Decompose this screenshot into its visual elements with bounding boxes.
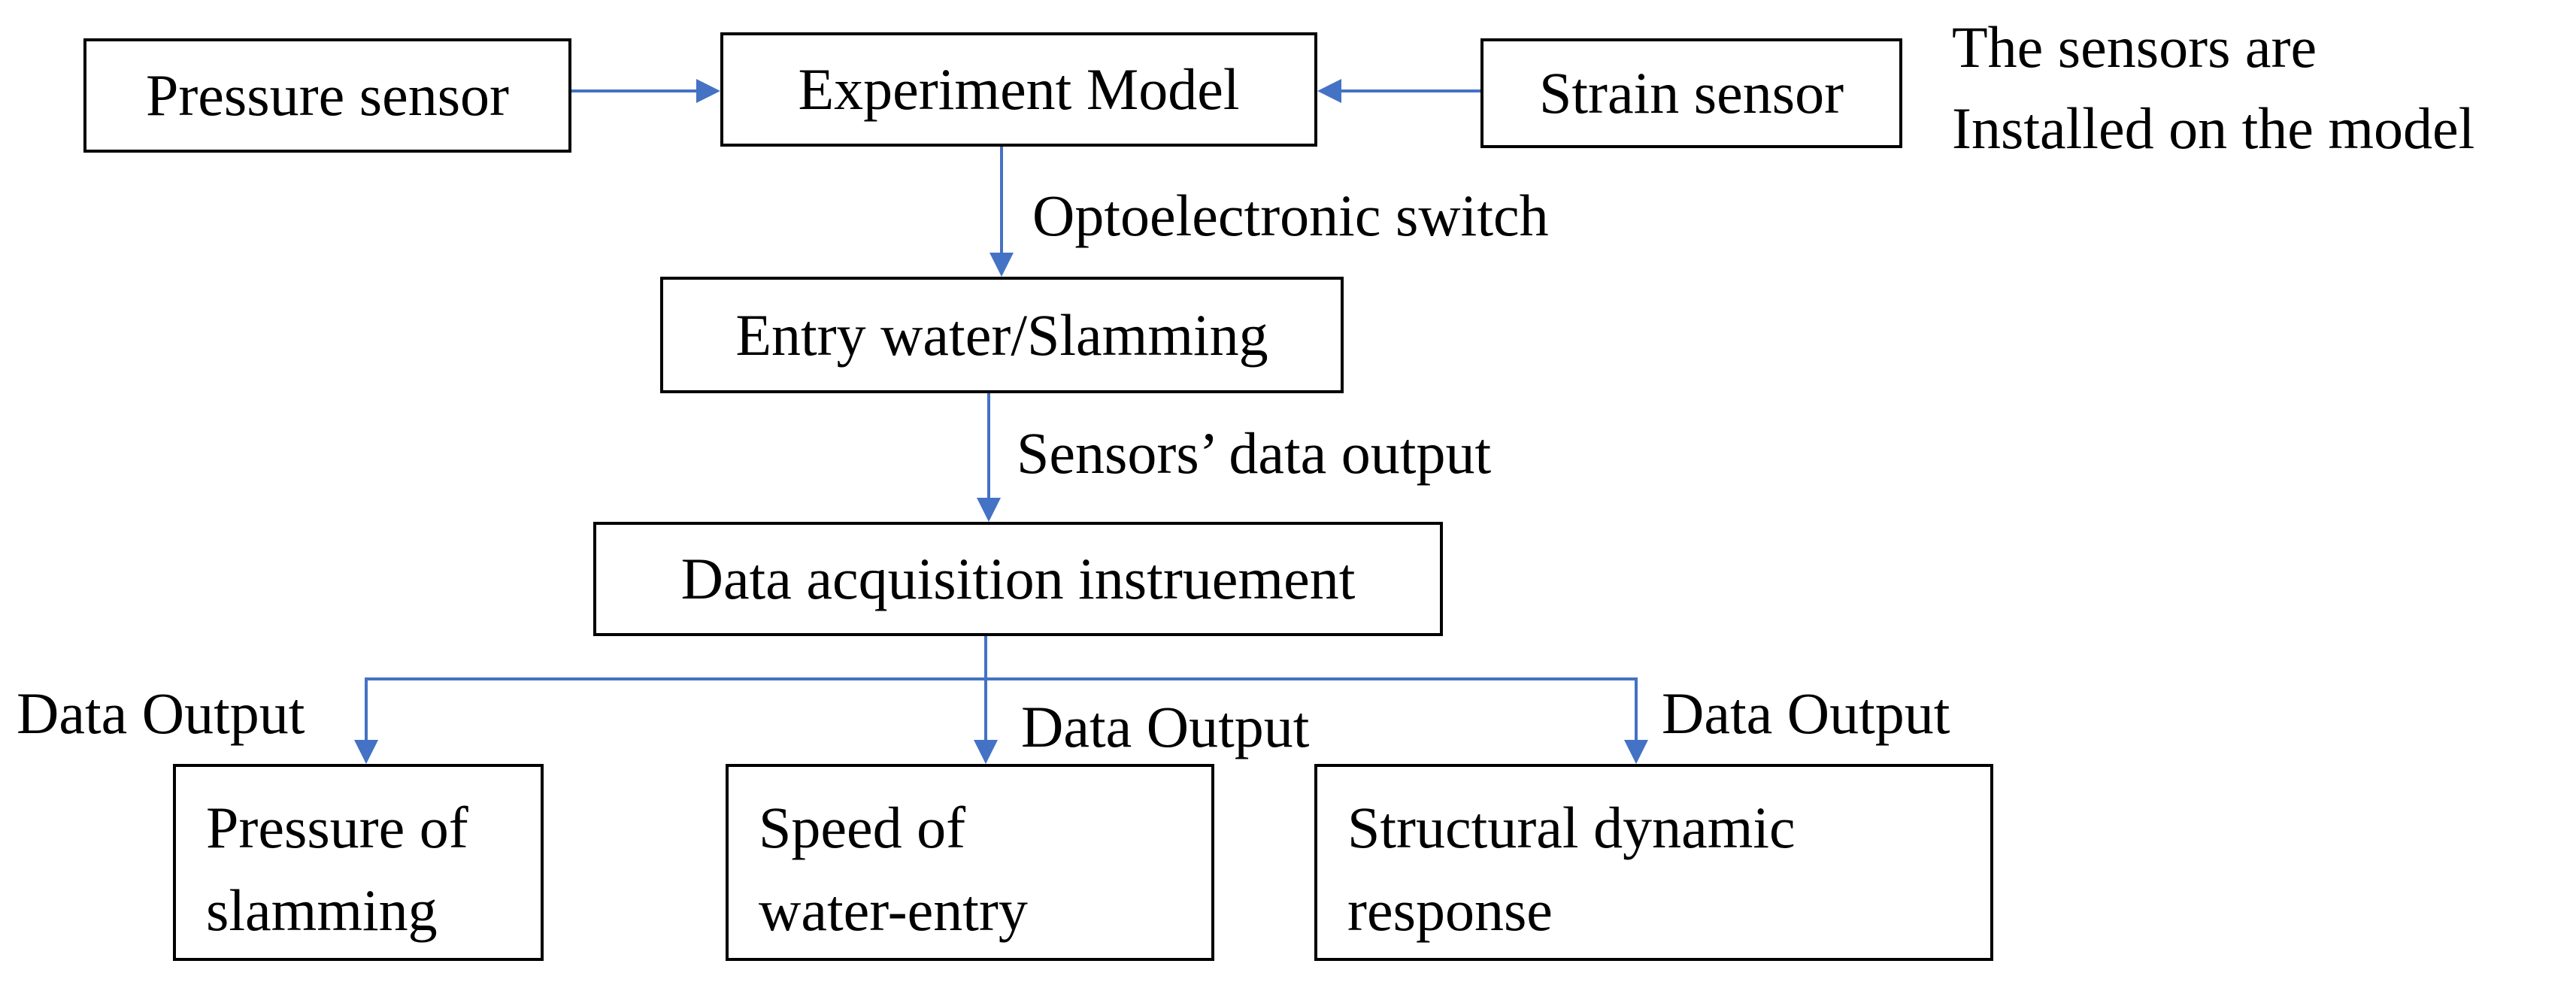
node-structural-dynamic-response-line2: response: [1347, 877, 1553, 943]
node-structural-dynamic-response: Structural dynamic response: [1314, 764, 1993, 961]
node-data-acquisition-instrument: Data acquisition instruement: [593, 522, 1443, 636]
node-experiment-model: Experiment Model: [720, 32, 1317, 147]
arrow-strain-to-model: [1317, 79, 1480, 103]
edge-label-data-output-right: Data Output: [1662, 680, 1950, 746]
sensors-note-line2: Installed on the model: [1952, 95, 2475, 161]
edge-label-sensors-data-output: Sensors’ data output: [1017, 420, 1492, 486]
arrow-pressure-to-model: [571, 79, 720, 103]
node-speed-of-water-entry: Speed of water-entry: [726, 764, 1214, 961]
arrow-model-to-entry: [989, 147, 1014, 277]
sensors-note-line1: The sensors are: [1952, 14, 2317, 80]
node-strain-sensor-label: Strain sensor: [1538, 60, 1844, 126]
edge-label-data-output-left: Data Output: [17, 680, 305, 746]
node-pressure-of-slamming: Pressure of slamming: [173, 764, 544, 961]
edge-label-data-output-middle: Data Output: [1021, 694, 1310, 759]
node-daq-label: Data acquisition instruement: [680, 546, 1356, 611]
node-strain-sensor: Strain sensor: [1480, 38, 1902, 148]
arrow-daq-branch: [354, 636, 1648, 764]
node-entry-water-label: Entry water/Slamming: [735, 302, 1268, 368]
node-structural-dynamic-response-line1: Structural dynamic: [1347, 795, 1796, 860]
node-pressure-sensor: Pressure sensor: [83, 38, 571, 153]
node-pressure-of-slamming-line1: Pressure of: [206, 795, 468, 860]
node-speed-of-water-entry-line2: water-entry: [759, 877, 1028, 943]
node-entry-water-slamming: Entry water/Slamming: [660, 277, 1344, 393]
edge-label-optoelectronic-switch: Optoelectronic switch: [1032, 183, 1549, 248]
node-experiment-model-label: Experiment Model: [798, 56, 1240, 122]
node-speed-of-water-entry-line1: Speed of: [759, 795, 966, 860]
node-pressure-of-slamming-line2: slamming: [206, 877, 438, 943]
arrow-entry-to-daq: [977, 393, 1001, 522]
node-pressure-sensor-label: Pressure sensor: [145, 62, 510, 128]
